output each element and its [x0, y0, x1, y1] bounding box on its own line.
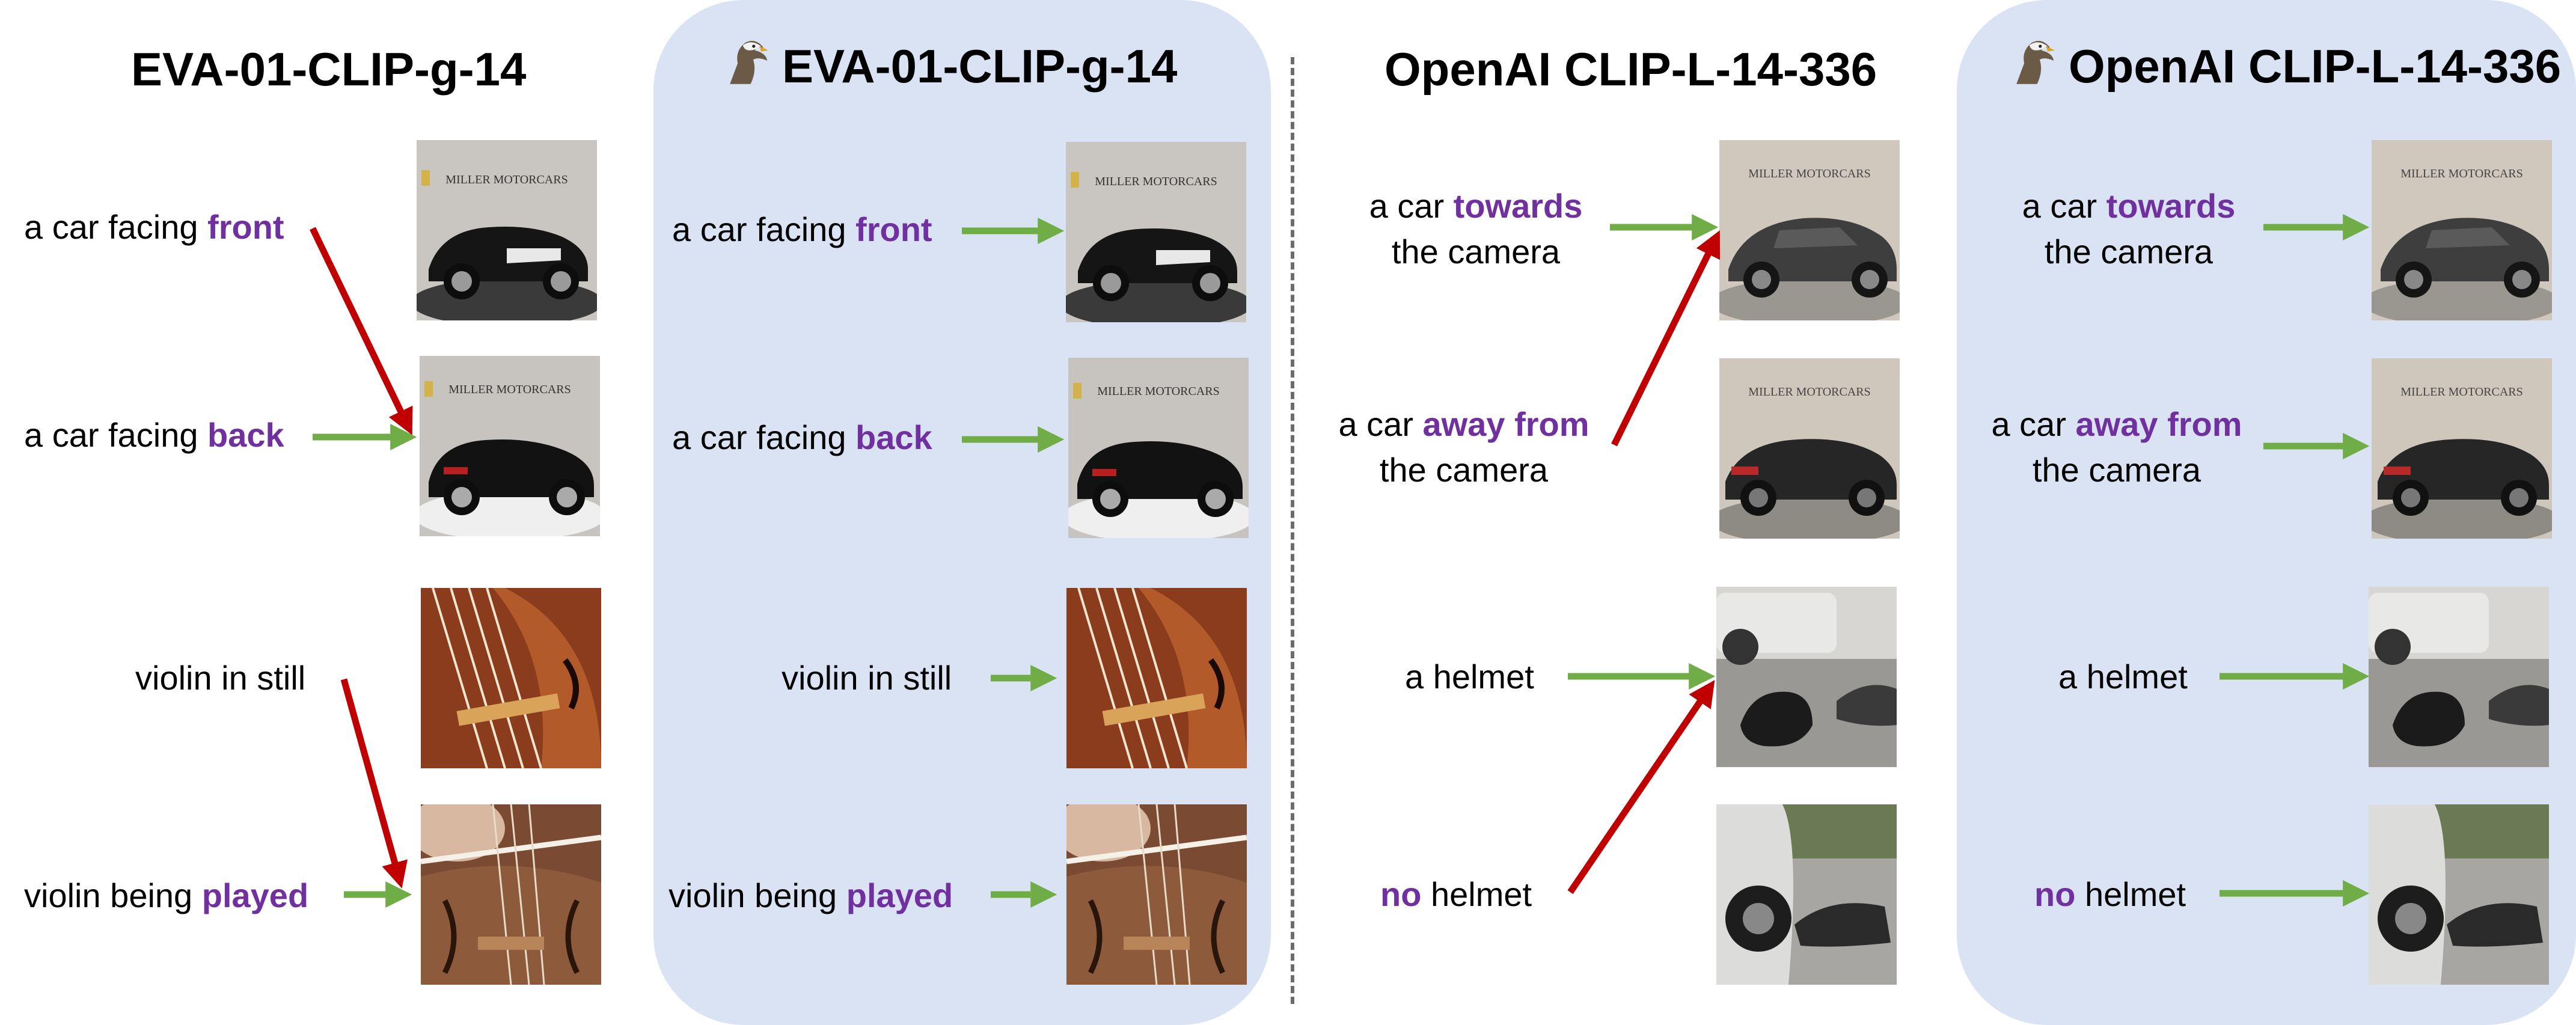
- svg-text:MILLER MOTORCARS: MILLER MOTORCARS: [1748, 385, 1871, 399]
- eagle-logo-icon: [720, 35, 771, 98]
- violin-still-image: [1066, 588, 1247, 768]
- panel-1-caption-4: violin being played: [24, 877, 309, 914]
- svg-text:MILLER MOTORCARS: MILLER MOTORCARS: [1748, 167, 1871, 180]
- panel-4-caption-1: a car towards the camera: [2022, 187, 2236, 271]
- panel-4-caption-4: no helmet: [2034, 875, 2186, 913]
- panel-2-caption-3: violin in still: [782, 659, 952, 697]
- section-divider: [1291, 57, 1294, 1004]
- mclaren-back-image: MILLER MOTORCARS: [1719, 358, 1900, 539]
- wrong-match-arrow: [310, 227, 413, 435]
- no-helmet-image: [1716, 804, 1897, 985]
- eagle-logo-icon: [2006, 35, 2058, 98]
- violin-played-image: [421, 804, 601, 985]
- ferrari-back-image: MILLER MOTORCARS: [420, 356, 600, 536]
- helmet-image: [1716, 587, 1897, 767]
- panel-3-caption-2: a car away from the camera: [1338, 405, 1589, 489]
- panel-4-caption-2: a car away from the camera: [1991, 405, 2242, 489]
- mclaren-front-image: MILLER MOTORCARS: [2372, 140, 2552, 320]
- panel-2-caption-4: violin being played: [668, 877, 953, 914]
- wrong-match-arrow: [1611, 230, 1721, 447]
- panel-4-caption-3: a helmet: [2058, 658, 2188, 696]
- wrong-match-arrow: [1567, 680, 1715, 895]
- svg-text:MILLER MOTORCARS: MILLER MOTORCARS: [448, 383, 571, 396]
- violin-played-image: [1066, 804, 1247, 985]
- panel-2-caption-2: a car facing back: [672, 418, 932, 456]
- svg-text:MILLER MOTORCARS: MILLER MOTORCARS: [2400, 167, 2523, 180]
- panel-1-caption-2: a car facing back: [24, 416, 284, 454]
- helmet-image: [2369, 587, 2549, 767]
- mclaren-front-image: MILLER MOTORCARS: [1719, 140, 1900, 320]
- panel-1-caption-3: violin in still: [135, 659, 306, 697]
- panel-3-caption-4: no helmet: [1380, 875, 1532, 913]
- panel-1-caption-1: a car facing front: [24, 208, 284, 246]
- mclaren-back-image: MILLER MOTORCARS: [2372, 358, 2552, 539]
- panel-2-title: EVA-01-CLIP-g-14: [720, 35, 1177, 98]
- panel-1-title: EVA-01-CLIP-g-14: [131, 43, 527, 96]
- no-helmet-image: [2369, 804, 2549, 985]
- ferrari-front-image: MILLER MOTORCARS: [417, 140, 597, 320]
- svg-text:MILLER MOTORCARS: MILLER MOTORCARS: [2400, 385, 2523, 399]
- wrong-match-arrow: [340, 678, 408, 889]
- ferrari-back-image: MILLER MOTORCARS: [1068, 358, 1249, 538]
- panel-3-caption-1: a car towards the camera: [1369, 187, 1583, 271]
- svg-text:MILLER MOTORCARS: MILLER MOTORCARS: [1097, 385, 1220, 398]
- panel-4-title: OpenAI CLIP-L-14-336: [2006, 35, 2561, 98]
- violin-still-image: [421, 588, 601, 768]
- svg-text:MILLER MOTORCARS: MILLER MOTORCARS: [445, 173, 568, 186]
- ferrari-front-image: MILLER MOTORCARS: [1066, 142, 1246, 322]
- svg-text:MILLER MOTORCARS: MILLER MOTORCARS: [1095, 175, 1217, 188]
- panel-2-caption-1: a car facing front: [672, 210, 932, 248]
- panel-3-title: OpenAI CLIP-L-14-336: [1384, 43, 1877, 96]
- panel-3-caption-3: a helmet: [1405, 658, 1534, 696]
